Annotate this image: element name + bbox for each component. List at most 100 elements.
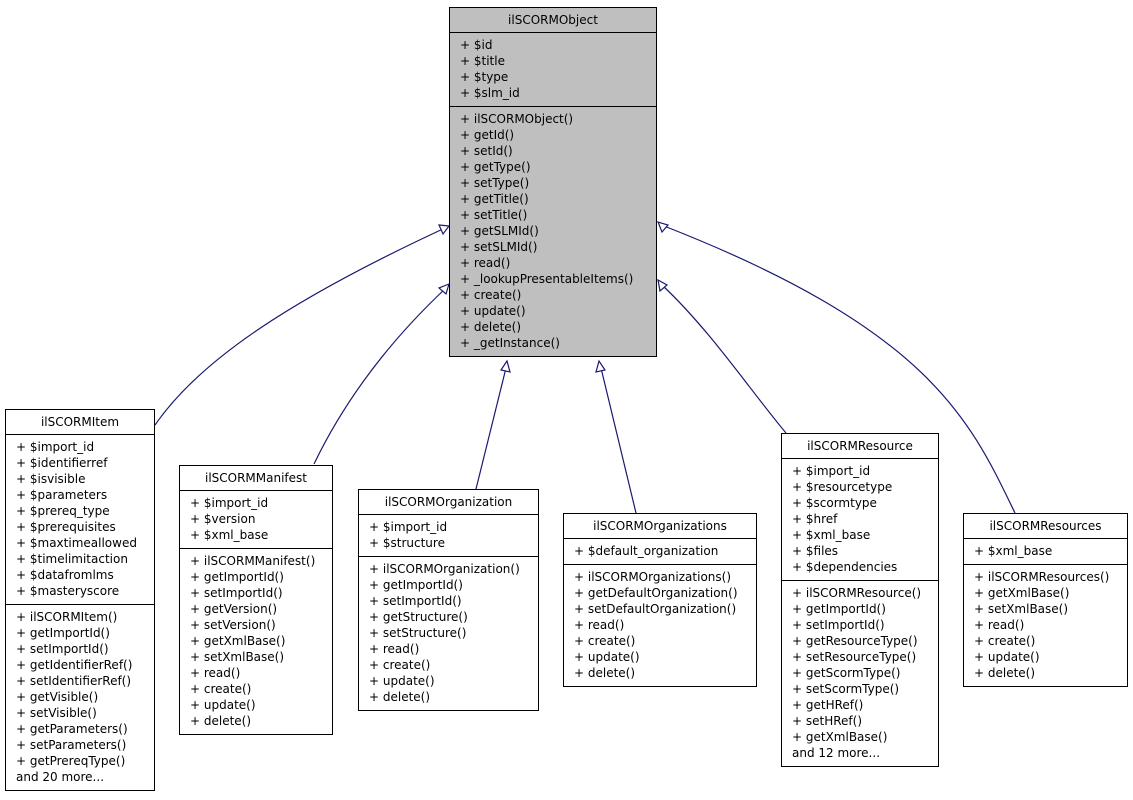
class-ilscormobject: ilSCORMObject + $id + $title + $type + $… <box>449 7 657 357</box>
method: + read() <box>190 666 241 680</box>
method: + setVisible() <box>16 706 97 720</box>
class-name: ilSCORMResource <box>782 434 938 459</box>
attribute: + $import_id <box>792 464 871 478</box>
method: + update() <box>190 698 256 712</box>
method: + setParameters() <box>16 738 127 752</box>
inheritance-arrowhead <box>657 278 669 293</box>
edge-ilscormresources-to-ilscormobject <box>663 225 1016 514</box>
methods-section: + ilSCORMManifest() + getImportId() + se… <box>180 548 332 734</box>
method: + setIdentifierRef() <box>16 674 132 688</box>
method: + read() <box>574 618 625 632</box>
attributes-section: + $xml_base <box>964 539 1127 564</box>
method: + getPrereqType() <box>16 754 126 768</box>
attributes-section: + $import_id + $resourcetype + $scormtyp… <box>782 459 938 580</box>
attribute: + $import_id <box>190 496 269 510</box>
method: + create() <box>190 682 252 696</box>
method: + setId() <box>460 144 513 158</box>
attribute: + $import_id <box>16 440 95 454</box>
more-members-note: and 20 more... <box>16 770 105 784</box>
method: + getHRef() <box>792 698 864 712</box>
method: + _lookupPresentableItems() <box>460 272 634 286</box>
method: + update() <box>369 674 435 688</box>
attribute: + $import_id <box>369 520 448 534</box>
methods-section: + ilSCORMOrganization() + getImportId() … <box>359 556 538 710</box>
method: + ilSCORMOrganizations() <box>574 570 732 584</box>
method: + getTitle() <box>460 192 529 206</box>
method: + getVersion() <box>190 602 278 616</box>
attribute: + $maxtimeallowed <box>16 536 137 550</box>
method: + getDefaultOrganization() <box>574 586 738 600</box>
edge-ilscormitem-to-ilscormobject <box>154 227 446 426</box>
attribute: + $href <box>792 512 838 526</box>
class-name: ilSCORMOrganization <box>359 490 538 515</box>
method: + create() <box>574 634 636 648</box>
method: + setStructure() <box>369 626 467 640</box>
method: + setResourceType() <box>792 650 917 664</box>
method: + ilSCORMManifest() <box>190 554 316 568</box>
attributes-section: + $import_id + $identifierref + $isvisib… <box>6 435 154 604</box>
method: + getIdentifierRef() <box>16 658 133 672</box>
attribute: + $version <box>190 512 256 526</box>
attributes-section: + $id + $title + $type + $slm_id <box>450 33 656 106</box>
method: + getParameters() <box>16 722 128 736</box>
inheritance-arrowhead <box>437 282 450 296</box>
method: + setSLMId() <box>460 240 538 254</box>
methods-section: + ilSCORMItem() + getImportId() + setImp… <box>6 604 154 790</box>
method: + update() <box>460 304 526 318</box>
method: + setImportId() <box>369 594 462 608</box>
method: + getType() <box>460 160 531 174</box>
method: + setHRef() <box>792 714 863 728</box>
inheritance-arrowhead <box>595 359 606 373</box>
methods-section: + ilSCORMObject() + getId() + setId() + … <box>450 106 656 356</box>
class-name: ilSCORMItem <box>6 410 154 435</box>
method: + delete() <box>369 690 431 704</box>
method: + setXmlBase() <box>190 650 285 664</box>
attribute: + $structure <box>369 536 445 550</box>
method: + ilSCORMResource() <box>792 586 922 600</box>
method: + create() <box>460 288 522 302</box>
method: + getXmlBase() <box>190 634 286 648</box>
attribute: + $resourcetype <box>792 480 893 494</box>
attribute: + $default_organization <box>574 544 719 558</box>
method: + getScormType() <box>792 666 901 680</box>
attribute: + $slm_id <box>460 86 520 100</box>
attribute: + $isvisible <box>16 472 86 486</box>
methods-section: + ilSCORMOrganizations() + getDefaultOrg… <box>564 564 756 686</box>
class-ilscormresource: ilSCORMResource + $import_id + $resource… <box>781 433 939 767</box>
attribute: + $type <box>460 70 509 84</box>
method: + getResourceType() <box>792 634 918 648</box>
more-members-note: and 12 more... <box>792 746 881 760</box>
attribute: + $xml_base <box>190 528 269 542</box>
attribute: + $xml_base <box>974 544 1053 558</box>
method: + delete() <box>190 714 252 728</box>
edge-ilscormmanifest-to-ilscormobject <box>313 287 447 465</box>
class-ilscormmanifest: ilSCORMManifest + $import_id + $version … <box>179 465 333 735</box>
attribute: + $xml_base <box>792 528 871 542</box>
attribute: + $id <box>460 38 493 52</box>
inheritance-arrowhead <box>500 359 511 373</box>
attribute: + $scormtype <box>792 496 877 510</box>
method: + delete() <box>574 666 636 680</box>
method: + setVersion() <box>190 618 276 632</box>
method: + update() <box>574 650 640 664</box>
method: + setDefaultOrganization() <box>574 602 737 616</box>
method: + getImportId() <box>792 602 886 616</box>
method: + getVisible() <box>16 690 99 704</box>
edge-ilscormresource-to-ilscormobject <box>661 284 787 434</box>
method: + getStructure() <box>369 610 468 624</box>
method: + getImportId() <box>16 626 110 640</box>
method: + getSLMId() <box>460 224 539 238</box>
method: + getImportId() <box>369 578 463 592</box>
method: + setImportId() <box>16 642 109 656</box>
method: + getXmlBase() <box>974 586 1070 600</box>
methods-section: + ilSCORMResources() + getXmlBase() + se… <box>964 564 1127 686</box>
attribute: + $files <box>792 544 839 558</box>
method: + setImportId() <box>190 586 283 600</box>
method: + setImportId() <box>792 618 885 632</box>
method: + read() <box>460 256 511 270</box>
attributes-section: + $import_id + $structure <box>359 515 538 556</box>
attribute: + $parameters <box>16 488 108 502</box>
attributes-section: + $default_organization <box>564 539 756 564</box>
attribute: + $datafromlms <box>16 568 114 582</box>
class-name: ilSCORMOrganizations <box>564 514 756 539</box>
